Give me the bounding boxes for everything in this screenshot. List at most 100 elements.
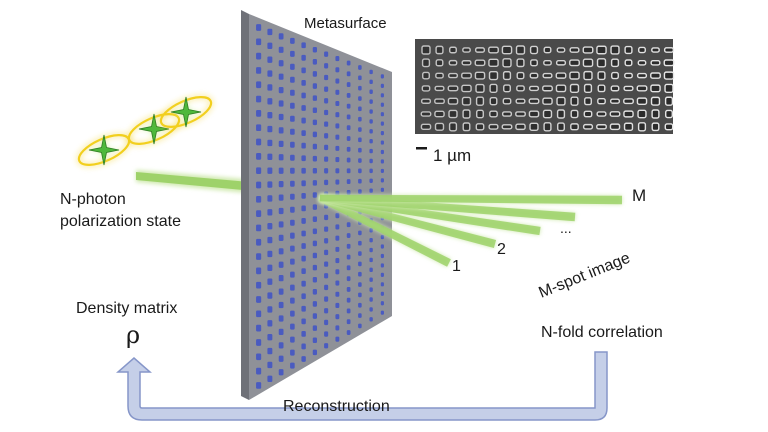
metasurface-pillar [335, 224, 340, 230]
metasurface-pillar [301, 330, 306, 337]
metasurface-pillar [358, 168, 362, 174]
metasurface-pillar [301, 230, 306, 237]
sem-nanopillar [664, 96, 674, 106]
metasurface-pillar [324, 238, 329, 244]
sem-nanopillar [637, 60, 647, 66]
metasurface-pillar [290, 76, 295, 83]
metasurface-pillar [290, 193, 295, 200]
metasurface-pillar [346, 276, 351, 282]
metasurface-pillar [324, 179, 329, 186]
metasurface-pillar [256, 138, 262, 146]
sem-nanopillar [570, 123, 579, 131]
metasurface-pillar [278, 181, 284, 188]
sem-nanopillar [515, 45, 526, 55]
sem-nanopillar [650, 96, 661, 106]
metasurface-label: Metasurface [304, 15, 387, 32]
metasurface-pillar [369, 188, 373, 193]
metasurface-pillar [346, 265, 351, 271]
sem-nanopillar [610, 45, 620, 55]
sem-nanopillar [489, 97, 498, 106]
metasurface-pillar [358, 158, 362, 163]
sem-nanopillar [488, 70, 499, 81]
metasurface-pillar [358, 261, 362, 267]
metasurface-pillar [256, 238, 262, 246]
sem-nanopillar [420, 123, 432, 131]
metasurface-pillar [267, 153, 273, 161]
metasurface-pillar [312, 325, 317, 331]
sem-nanopillar [528, 98, 540, 105]
sem-nanopillar [637, 109, 647, 119]
metasurface-pillar [267, 222, 273, 230]
metasurface-pillar [312, 46, 317, 53]
metasurface-pillar [278, 275, 284, 282]
metasurface-pillar [369, 148, 373, 154]
metasurface-pillar [380, 178, 384, 183]
sem-nanopillar [488, 123, 499, 130]
metasurface-pillar [335, 123, 340, 129]
metasurface-pillar [346, 297, 351, 303]
metasurface-pillar [369, 89, 373, 94]
sem-nanopillar [529, 72, 539, 79]
sem-nanopillar [475, 83, 485, 93]
metasurface-pillar [380, 102, 384, 107]
metasurface-pillar [301, 305, 306, 312]
metasurface-pillar [358, 323, 362, 329]
metasurface-pillar [358, 292, 362, 298]
metasurface-pillar [335, 145, 340, 151]
sem-nanopillar [530, 59, 538, 67]
metasurface-pillar [301, 280, 306, 287]
metasurface-pillar [290, 271, 295, 278]
metasurface-pillar [278, 154, 284, 161]
metasurface-pillar [358, 116, 362, 122]
metasurface-pillar [290, 297, 295, 304]
metasurface-pillar [335, 89, 340, 95]
metasurface-pillar [256, 267, 262, 275]
metasurface-pillar [301, 167, 306, 174]
sem-nanopillar [665, 109, 673, 119]
metasurface-pillar [346, 243, 351, 249]
metasurface-pillar [267, 167, 273, 174]
sem-nanopillar [623, 110, 634, 118]
sem-nanopillar [542, 72, 553, 79]
metasurface-pillar [335, 67, 340, 73]
metasurface-pillar [335, 157, 340, 163]
metasurface-pillar [324, 284, 329, 291]
metasurface-pillar [380, 253, 384, 259]
correlation-label: N-fold correlation [541, 324, 663, 341]
sem-nanopillar [421, 45, 431, 55]
density-matrix-label: Density matrix [76, 300, 178, 317]
sem-nanopillar [651, 47, 660, 53]
metasurface-pillar [301, 80, 306, 86]
metasurface-pillar [358, 313, 362, 318]
sem-nanopillar [663, 47, 675, 53]
metasurface-plate [241, 10, 392, 400]
metasurface-pillar [358, 137, 362, 143]
sem-nanopillar [543, 122, 552, 132]
metasurface-pillar [301, 318, 306, 325]
metasurface-pillar [290, 102, 295, 109]
metasurface-pillar [346, 222, 351, 228]
metasurface-pillar [256, 81, 262, 89]
metasurface-pillar [256, 324, 262, 332]
metasurface-pillar [380, 93, 384, 98]
metasurface-pillar [301, 130, 306, 137]
metasurface-pillar [369, 138, 373, 144]
spot-label-2: 2 [497, 241, 506, 258]
sem-nanopillar [569, 47, 580, 53]
photon-state-label-line2: polarization state [60, 213, 181, 230]
metasurface-pillar [358, 75, 362, 81]
metasurface-pillar [324, 226, 329, 232]
metasurface-pillar [301, 192, 306, 199]
sem-nanopillar [434, 98, 445, 105]
sem-nanopillar [447, 97, 459, 105]
metasurface-pillar [346, 146, 351, 152]
metasurface-pillar [358, 282, 362, 287]
metasurface-pillar [346, 330, 351, 335]
sem-nanopillar [488, 58, 499, 68]
metasurface-pillar [380, 159, 384, 164]
sem-nanopillar [597, 84, 606, 93]
metasurface-pillar [290, 362, 295, 369]
metasurface-pillar [380, 310, 384, 315]
metasurface-pillar [312, 349, 317, 356]
metasurface-pillar [267, 195, 273, 202]
